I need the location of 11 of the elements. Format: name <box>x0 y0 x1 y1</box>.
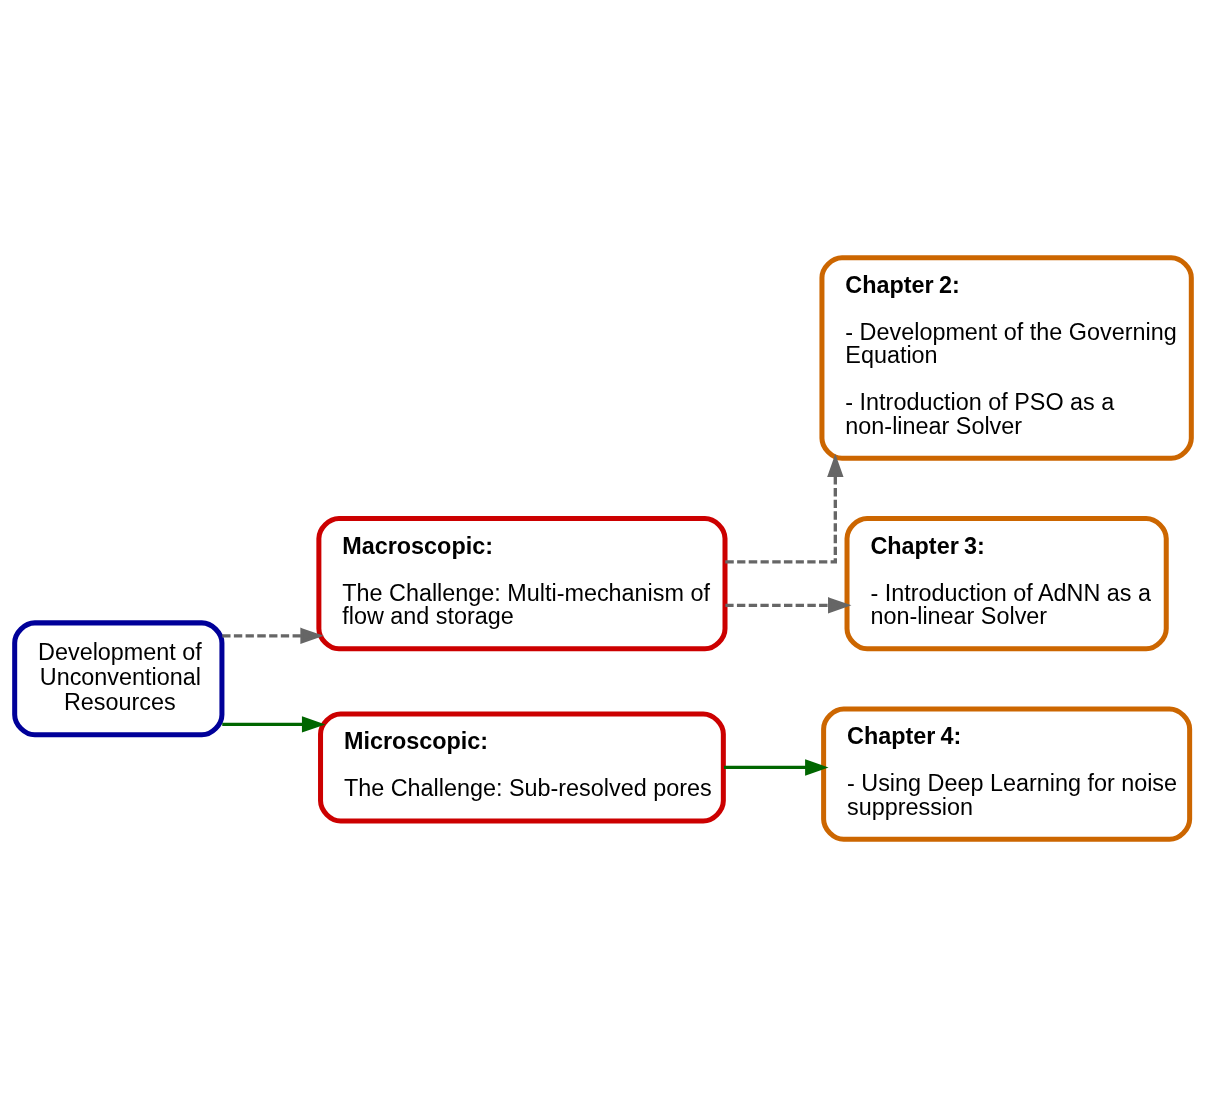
arrow <box>222 627 324 645</box>
node-box: Macroscopic: The Challenge: Multi-mechanism of flow and storage <box>316 515 728 652</box>
arrow <box>725 453 844 564</box>
node-box: Chapter 3: - Introduction of AdNN as a non-linear Solver <box>844 515 1169 652</box>
arrow <box>724 759 829 776</box>
arrow <box>222 716 326 733</box>
node-box: Development of Unconventional Resources <box>12 620 225 738</box>
node-box: Chapter 2: - Development of the Governing Equation - Introduction of PSO as a non-linear Solver <box>819 255 1194 461</box>
node-box: Microscopic: The Challenge: Sub-resolved pores <box>318 711 726 824</box>
node-box: Chapter 4: - Using Deep Learning for noise suppression <box>821 706 1193 842</box>
arrow <box>725 597 852 614</box>
